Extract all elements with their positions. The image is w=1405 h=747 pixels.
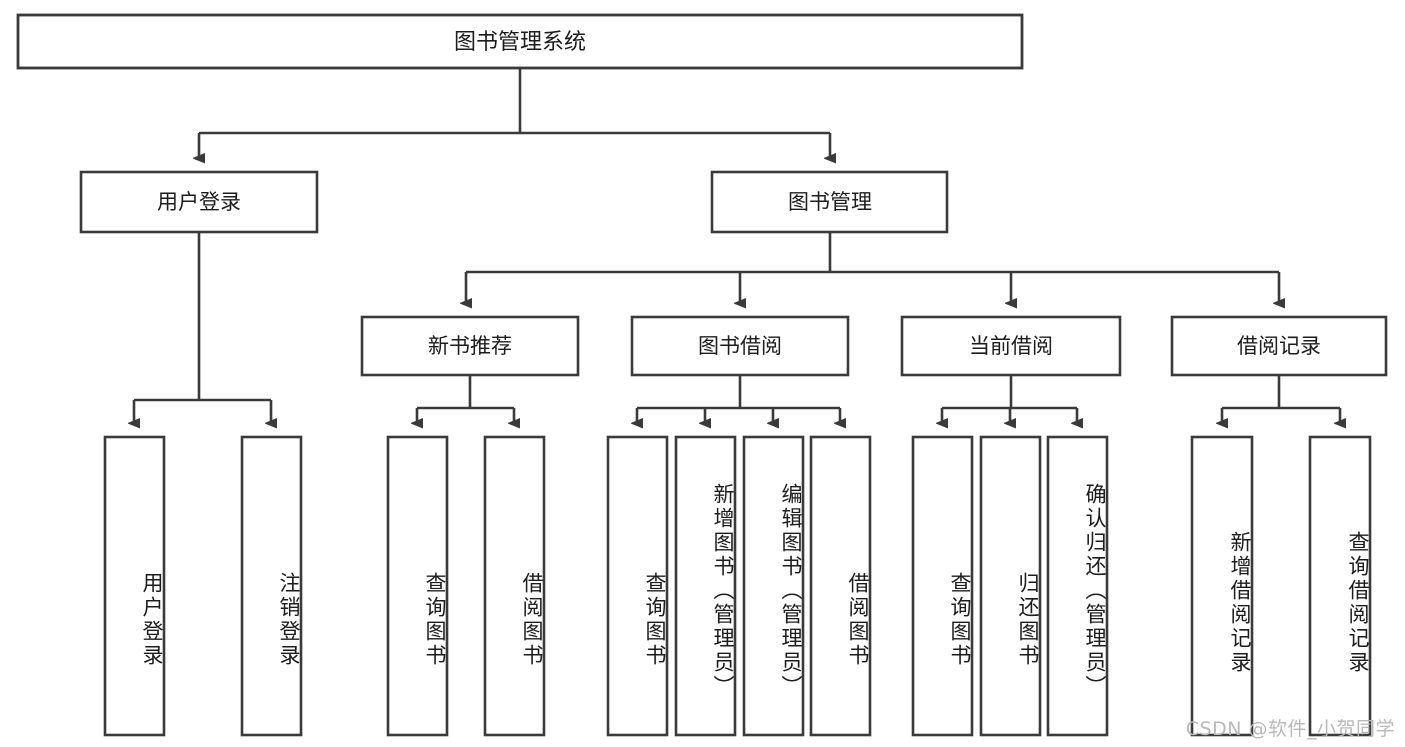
node-book-manage[interactable]: 图书管理	[710, 170, 949, 234]
leaf-borrow-borrow-book-box[interactable]	[809, 435, 872, 737]
leaf-user-logout-box[interactable]	[240, 435, 303, 737]
node-book-borrow[interactable]: 图书借阅	[630, 315, 850, 377]
connector-group-book-manage	[466, 232, 1279, 303]
node-book-borrow-label: 图书借阅	[698, 334, 782, 358]
node-root-box[interactable]	[16, 13, 1024, 70]
connector-group-root	[199, 68, 830, 158]
node-user-login-box[interactable]	[79, 170, 319, 234]
leaf-boxes	[103, 435, 1372, 737]
connector-group-book-borrow	[637, 375, 840, 423]
leaf-record-query-box[interactable]	[1308, 435, 1372, 737]
connector-group-borrow-record	[1222, 375, 1340, 423]
node-book-manage-label: 图书管理	[788, 190, 872, 214]
leaf-current-confirm-return-box[interactable]	[1046, 435, 1109, 737]
leaf-rec-query-book-box[interactable]	[386, 435, 449, 737]
node-borrow-record-label: 借阅记录	[1237, 334, 1321, 358]
node-current-borrow-box[interactable]	[900, 315, 1122, 377]
leaf-record-add-box[interactable]	[1190, 435, 1254, 737]
node-borrow-record-box[interactable]	[1170, 315, 1388, 377]
csdn-watermark: CSDN @软件_小贺同学	[1185, 718, 1395, 740]
leaf-current-query-book-box[interactable]	[911, 435, 974, 737]
node-book-borrow-box[interactable]	[630, 315, 850, 377]
connector-group-new-book-rec	[417, 375, 514, 423]
node-root[interactable]: 图书管理系统	[16, 13, 1024, 70]
node-new-book-rec-label: 新书推荐	[428, 334, 512, 358]
leaf-user-login-box[interactable]	[103, 435, 166, 737]
node-current-borrow-label: 当前借阅	[969, 334, 1053, 358]
node-root-label: 图书管理系统	[454, 30, 586, 55]
leaf-borrow-query-book-box[interactable]	[606, 435, 669, 737]
node-new-book-rec-box[interactable]	[360, 315, 580, 377]
connector-group-current-borrow	[942, 375, 1077, 423]
node-borrow-record[interactable]: 借阅记录	[1170, 315, 1388, 377]
node-book-manage-box[interactable]	[710, 170, 949, 234]
connector-group-user-login	[134, 232, 271, 423]
leaf-rec-borrow-book-box[interactable]	[483, 435, 546, 737]
node-current-borrow[interactable]: 当前借阅	[900, 315, 1122, 377]
node-user-login-label: 用户登录	[157, 190, 241, 214]
node-new-book-rec[interactable]: 新书推荐	[360, 315, 580, 377]
node-user-login[interactable]: 用户登录	[79, 170, 319, 234]
leaf-current-return-book-box[interactable]	[979, 435, 1042, 737]
leaf-borrow-add-book-box[interactable]	[674, 435, 737, 737]
leaf-borrow-edit-book-box[interactable]	[742, 435, 805, 737]
